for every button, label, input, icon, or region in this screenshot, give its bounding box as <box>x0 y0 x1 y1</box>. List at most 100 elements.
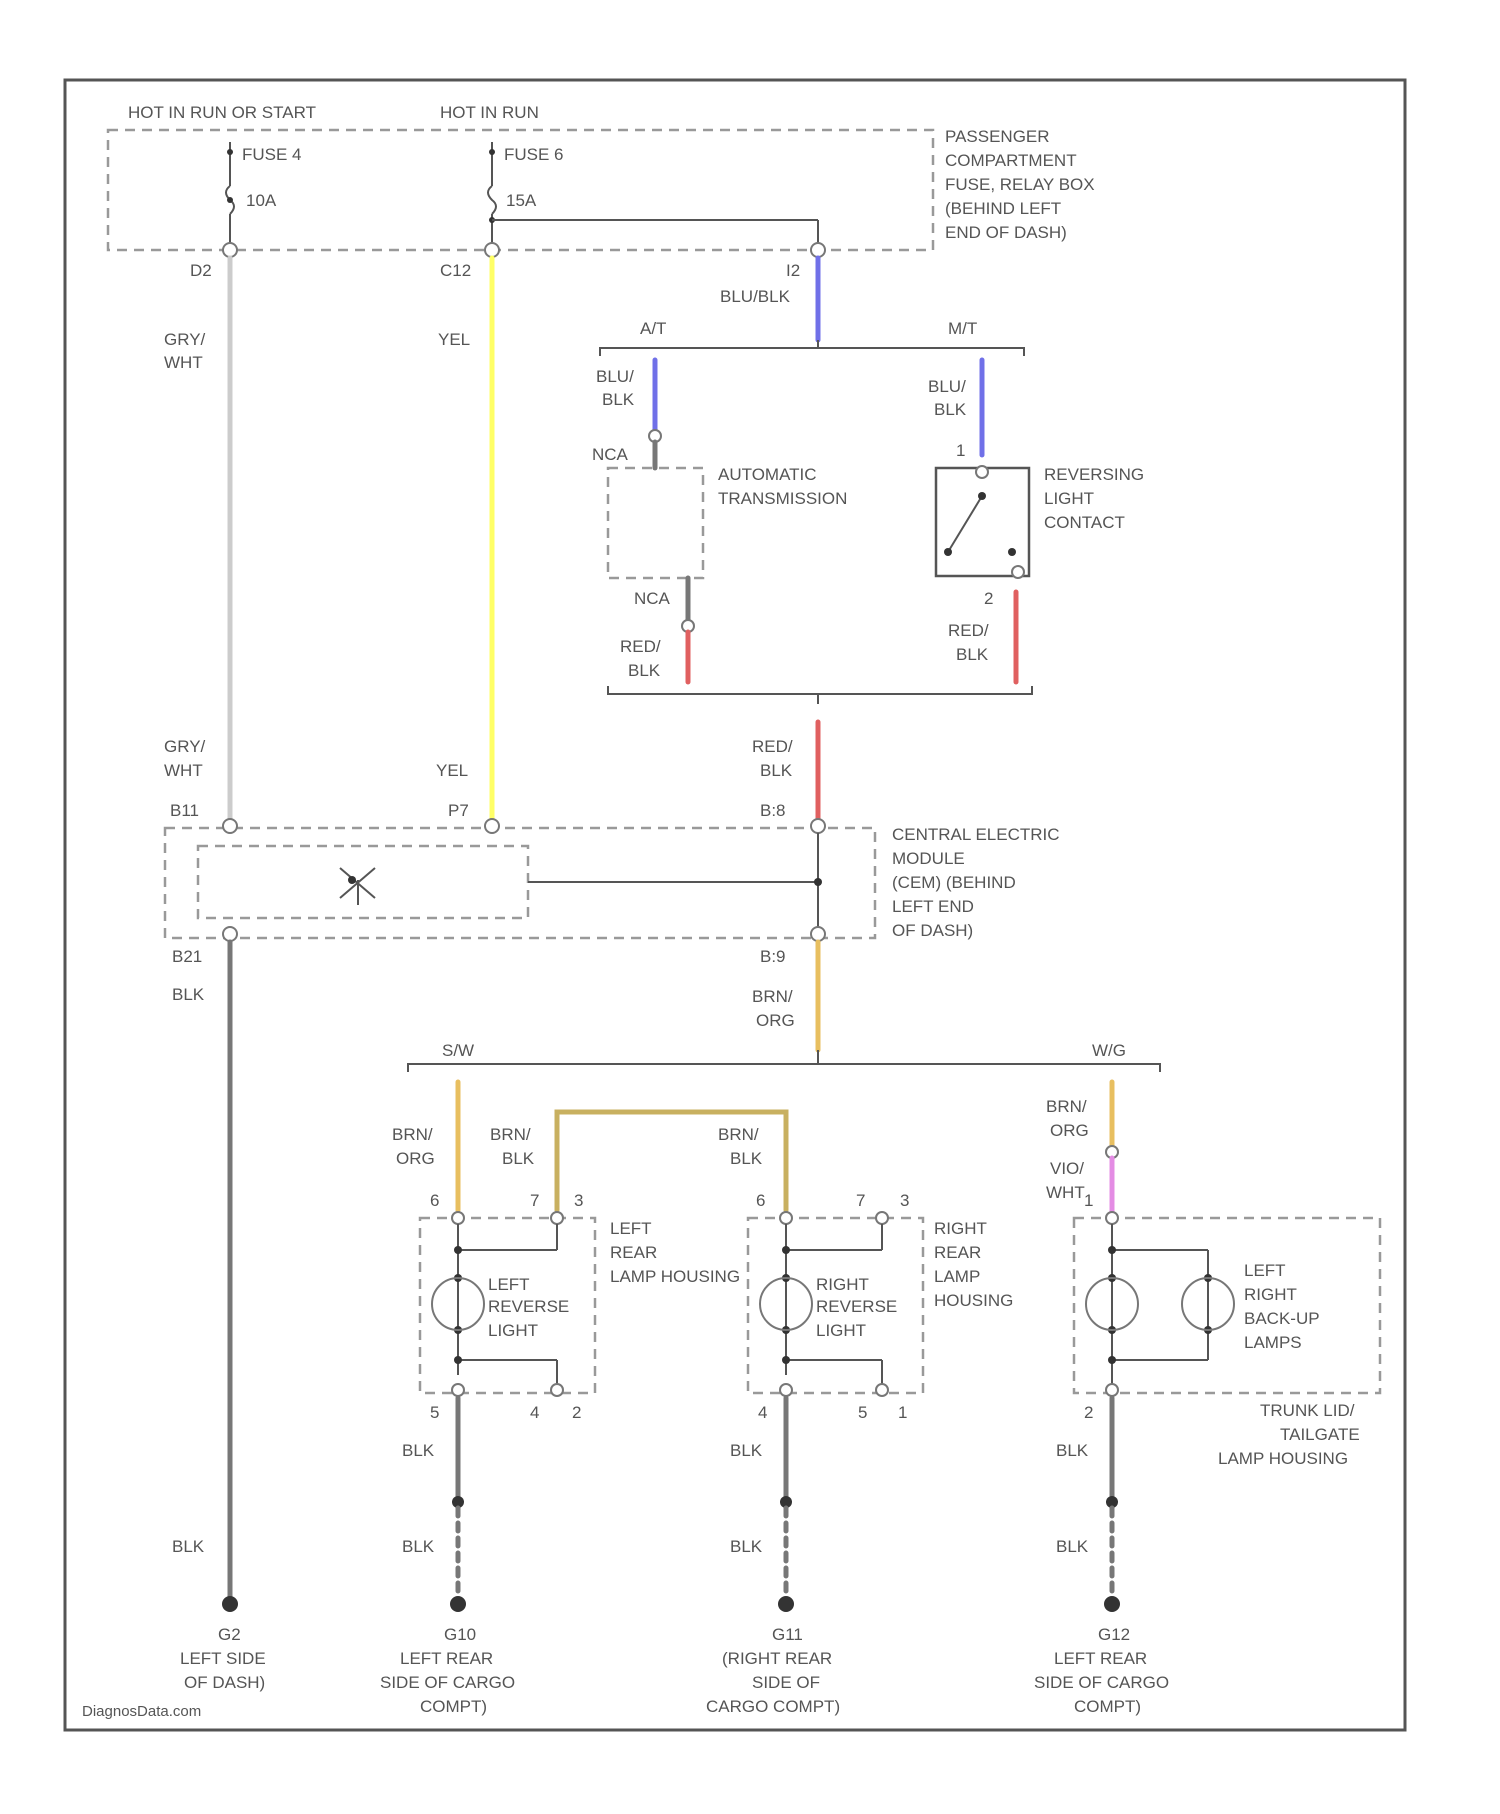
ground-g2: G2 LEFT SIDE OF DASH) <box>180 1596 266 1692</box>
ground-g12: G12 LEFT REAR SIDE OF CARGO COMPT) <box>1034 1596 1169 1716</box>
ground-g12-line-2: SIDE OF CARGO <box>1034 1673 1169 1692</box>
right-housing-label-3: LAMP <box>934 1267 980 1286</box>
fuse-4-label: FUSE 4 <box>242 145 302 164</box>
connector-i2-label: I2 <box>786 261 800 280</box>
wire-left-brn-org-label-1: BRN/ <box>392 1125 433 1144</box>
wire-blk-g12-label: BLK <box>1056 1441 1089 1460</box>
reversing-switch-contact <box>948 496 982 552</box>
central-electric-module: B11 P7 B:8 B21 B:9 CENTRAL ELECTRIC MODU… <box>165 801 1060 966</box>
cem-pin-p7: P7 <box>448 801 469 820</box>
power-left-header: HOT IN RUN OR START <box>128 103 316 122</box>
wire-brn-blk-left-label-1: BRN/ <box>490 1125 531 1144</box>
wire-blk-g2-label: BLK <box>172 985 205 1004</box>
right-pin-6: 6 <box>756 1191 765 1210</box>
automatic-transmission-label-2: TRANSMISSION <box>718 489 847 508</box>
reversing-light-switch-box <box>936 468 1029 576</box>
ground-g2-id: G2 <box>218 1625 241 1644</box>
ground-wire-g10: BLK BLK <box>402 1398 464 1596</box>
right-housing-label-4: HOUSING <box>934 1291 1013 1310</box>
ground-wire-g12: BLK BLK <box>1056 1398 1118 1596</box>
tailgate-housing-label-3: LAMP HOUSING <box>1218 1449 1348 1468</box>
wire-yel-label: YEL <box>438 330 470 349</box>
connector-d2 <box>223 243 237 257</box>
right-pin-4: 4 <box>758 1403 767 1422</box>
wire-brn-org-main-label-2: ORG <box>756 1011 795 1030</box>
ground-g12-id: G12 <box>1098 1625 1130 1644</box>
right-pin-7: 7 <box>856 1191 865 1210</box>
split-wg-label: W/G <box>1092 1041 1126 1060</box>
reversing-switch-label-1: REVERSING <box>1044 465 1144 484</box>
cem-relay-box <box>198 846 528 918</box>
wire-blk-g2-lower-label: BLK <box>172 1537 205 1556</box>
ground-g2-line-2: OF DASH) <box>184 1673 265 1692</box>
power-mid-header: HOT IN RUN <box>440 103 539 122</box>
wire-gry-wht-lower-label-1: GRY/ <box>164 737 206 756</box>
wire-brn-blk-left-label-2: BLK <box>502 1149 535 1168</box>
connector-c12-label: C12 <box>440 261 471 280</box>
fuse-6: FUSE 6 15A <box>488 142 818 246</box>
left-reverse-light-label-2: REVERSE <box>488 1297 569 1316</box>
fuse-4: FUSE 4 10A <box>226 142 302 246</box>
tailgate-lamp-housing: BRN/ ORG VIO/ WHT 1 2 LEFT RIGHT BACK-UP… <box>1046 1082 1380 1468</box>
ground-wire-g11: BLK BLK <box>730 1398 792 1596</box>
wire-blu-blk-label: BLU/BLK <box>720 287 791 306</box>
cem-label-3: (CEM) (BEHIND <box>892 873 1016 892</box>
tailgate-lamps-label-2: RIGHT <box>1244 1285 1297 1304</box>
split-top-bracket <box>600 348 1024 356</box>
wire-tailgate-brn-org-label-2: ORG <box>1050 1121 1089 1140</box>
tailgate-housing-label-2: TAILGATE <box>1280 1425 1360 1444</box>
ground-g12-line-3: COMPT) <box>1074 1697 1141 1716</box>
wire-gry-wht-lower-label-2: WHT <box>164 761 203 780</box>
right-pin-3: 3 <box>900 1191 909 1210</box>
tailgate-lamps-label-1: LEFT <box>1244 1261 1286 1280</box>
left-rear-lamp-housing: BRN/ ORG BRN/ BLK BRN/ BLK 6 7 3 LEFT RE… <box>392 1082 786 1422</box>
fuse-box-label-4: (BEHIND LEFT <box>945 199 1061 218</box>
cem-pin-b9: B:9 <box>760 947 786 966</box>
automatic-transmission-label-1: AUTOMATIC <box>718 465 817 484</box>
right-pin-1: 1 <box>898 1403 907 1422</box>
left-pin-7: 7 <box>530 1191 539 1210</box>
sw-wg-bracket <box>408 1064 1160 1072</box>
left-pin-5: 5 <box>430 1403 439 1422</box>
fuse-box-label-5: END OF DASH) <box>945 223 1067 242</box>
ground-g11-line-3: CARGO COMPT) <box>706 1697 840 1716</box>
wire-blk-g12-lower-label: BLK <box>1056 1537 1089 1556</box>
wire-gry-wht-label-1: GRY/ <box>164 330 206 349</box>
tailgate-housing-outline <box>1074 1218 1380 1393</box>
right-housing-label-1: RIGHT <box>934 1219 987 1238</box>
tailgate-lamps-label-3: BACK-UP <box>1244 1309 1320 1328</box>
tailgate-lamps-label-4: LAMPS <box>1244 1333 1302 1352</box>
ground-g10-line-3: COMPT) <box>420 1697 487 1716</box>
right-reverse-light-label-3: LIGHT <box>816 1321 866 1340</box>
cem-pin-b11: B11 <box>170 801 199 820</box>
connector-d2-label: D2 <box>190 261 212 280</box>
ground-g2-line-1: LEFT SIDE <box>180 1649 266 1668</box>
fuse-box-label-2: COMPARTMENT <box>945 151 1077 170</box>
cem-label-4: LEFT END <box>892 897 974 916</box>
wire-blk-g11-label: BLK <box>730 1441 763 1460</box>
ground-g11-line-2: SIDE OF <box>752 1673 820 1692</box>
wire-blk-g10-label: BLK <box>402 1441 435 1460</box>
split-mt-label: M/T <box>948 319 977 338</box>
automatic-transmission-box <box>608 468 703 578</box>
at-nca-bottom: NCA <box>634 589 671 608</box>
right-rear-lamp-housing: 6 7 3 RIGHT REVERSE LIGHT 4 5 1 RIGHT RE… <box>748 1191 1013 1422</box>
wire-mt-blu-blk-label-1: BLU/ <box>928 377 966 396</box>
wire-tailgate-brn-org-label-1: BRN/ <box>1046 1097 1087 1116</box>
left-housing-label-2: REAR <box>610 1243 657 1262</box>
reversing-switch-label-3: CONTACT <box>1044 513 1125 532</box>
wire-gry-wht-label-2: WHT <box>164 353 203 372</box>
wire-brn-blk-right-label-1: BRN/ <box>718 1125 759 1144</box>
left-reverse-light-label-3: LIGHT <box>488 1321 538 1340</box>
ground-g10-id: G10 <box>444 1625 476 1644</box>
wire-vio-wht-label-2: WHT <box>1046 1183 1085 1202</box>
left-pin-2: 2 <box>572 1403 581 1422</box>
wire-at-blu-blk-label-1: BLU/ <box>596 367 634 386</box>
wire-at-red-blk-label-2: BLK <box>628 661 661 680</box>
wire-brn-org-main-label-1: BRN/ <box>752 987 793 1006</box>
cem-label-5: OF DASH) <box>892 921 973 940</box>
wire-brn-blk-right-label-2: BLK <box>730 1149 763 1168</box>
cem-label-2: MODULE <box>892 849 965 868</box>
wire-at-red-blk-label-1: RED/ <box>620 637 661 656</box>
